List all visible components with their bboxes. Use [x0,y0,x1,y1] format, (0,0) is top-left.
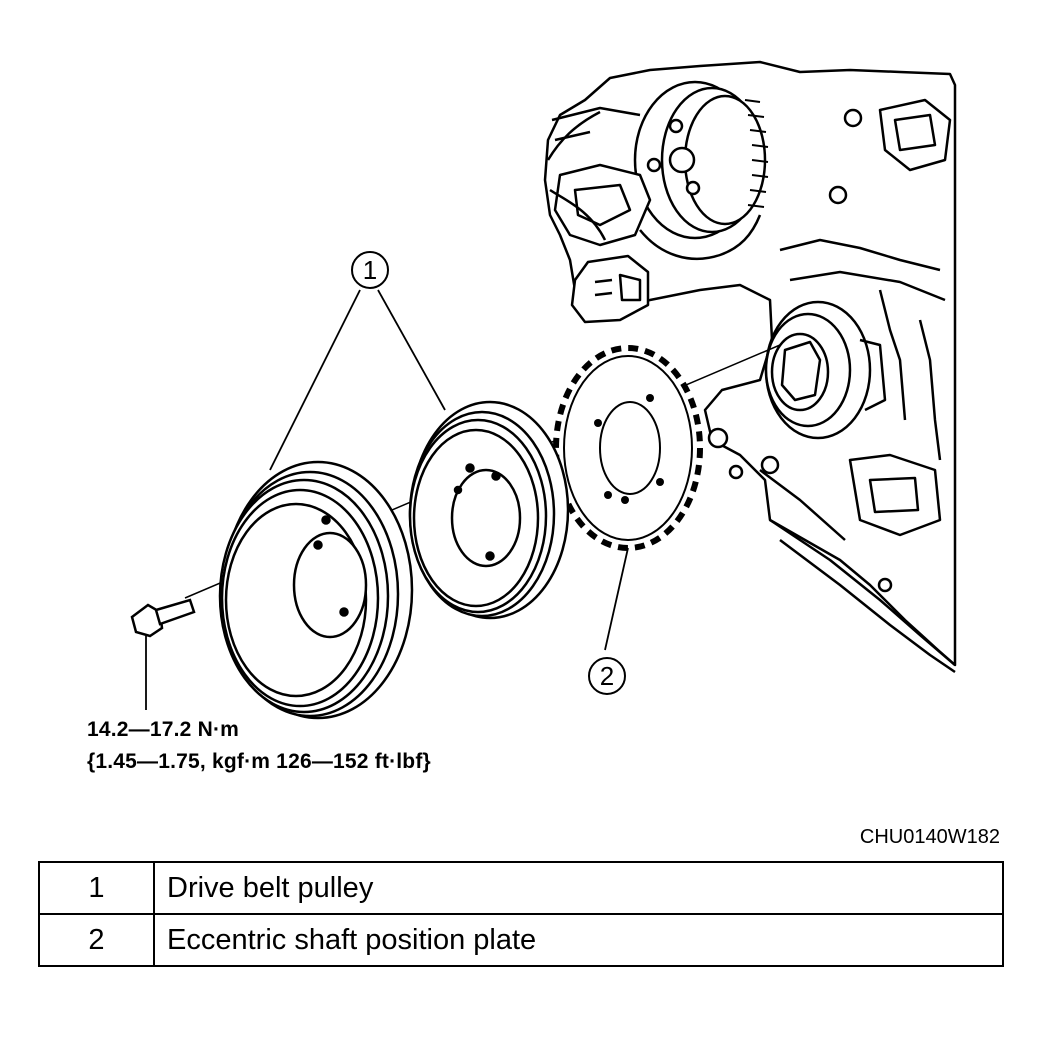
drive-belt-pulley-rear [408,400,570,620]
legend-table: 1 Drive belt pulley 2 Eccentric shaft po… [38,861,1004,967]
legend-description: Drive belt pulley [153,861,1004,915]
figure-code: CHU0140W182 [859,826,1000,848]
callout-1-number: 1 [363,255,377,285]
engine-assembly [543,60,957,674]
callout-2: 2 [588,657,626,695]
exploded-diagram: 1 2 [130,60,957,720]
pulley-bolt [130,598,196,638]
legend-number: 1 [38,861,155,915]
drive-belt-pulley-front [218,460,414,720]
callout-2-number: 2 [600,661,614,691]
legend-description: Eccentric shaft position plate [153,913,1004,967]
torque-spec-alt-units: {1.45—1.75, kgf·m 126—152 ft·lbf} [87,750,431,773]
leader-lines [145,289,629,710]
legend-row: 1 Drive belt pulley [38,861,1004,915]
position-plate [553,345,703,551]
legend-number: 2 [38,913,155,967]
callout-1: 1 [351,251,389,289]
legend-row: 2 Eccentric shaft position plate [38,913,1004,967]
torque-spec-metric: 14.2—17.2 N·m [87,718,240,741]
